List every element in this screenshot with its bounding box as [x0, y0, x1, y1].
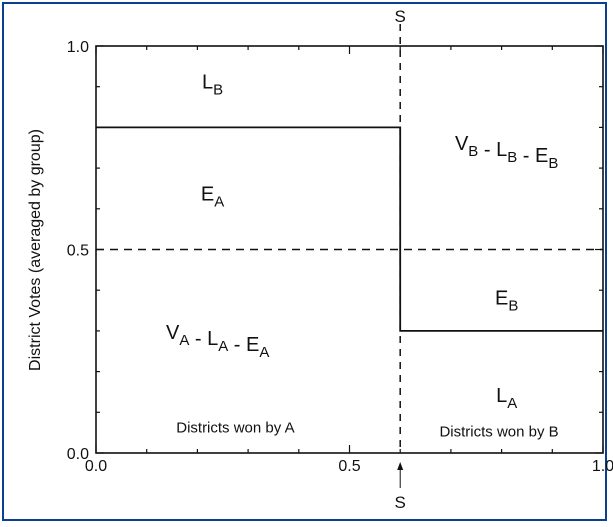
- tick-labels: 0.0 0.5 1.0 0.0 0.5 1.0: [67, 39, 613, 475]
- annotation-separator: -: [478, 139, 496, 161]
- annotation-vb: VB - LB - EB: [455, 133, 558, 172]
- region-label: Districts won by A: [176, 420, 294, 437]
- annotation-subscript: B: [468, 143, 478, 160]
- x-tick-label: 0.0: [85, 458, 107, 475]
- y-tick-label: 1.0: [67, 39, 89, 56]
- annotation-symbol: L: [496, 385, 507, 407]
- figure-frame: [2, 2, 607, 521]
- x-tick-label: 1.0: [592, 458, 613, 475]
- annotation-subscript: A: [507, 395, 517, 412]
- annotation-subscript: B: [213, 82, 223, 99]
- annotation-subscript: A: [259, 344, 269, 361]
- divider-label-top: S: [395, 7, 406, 26]
- chart-lines: [96, 24, 603, 453]
- annotation-symbol: L: [202, 72, 213, 94]
- annotation-subscript: A: [218, 338, 228, 355]
- annotation-lb: LB: [202, 72, 223, 99]
- annotation-eb: EB: [495, 287, 518, 314]
- annotation-symbol: V: [455, 133, 469, 155]
- annotation-separator: -: [517, 145, 535, 167]
- divider-label-bottom: S: [395, 493, 406, 512]
- annotation-symbol: E: [201, 184, 214, 206]
- y-axis-label: District Votes (averaged by group): [27, 129, 44, 371]
- annotation-symbol: L: [207, 328, 218, 350]
- x-tick-label: 0.5: [338, 458, 360, 475]
- step-series-line: [96, 126, 603, 332]
- annotation-symbol: E: [495, 287, 508, 309]
- divider-arrow-head: [397, 462, 404, 470]
- annotation-symbol: E: [535, 145, 548, 167]
- annotation-symbol: V: [166, 322, 180, 344]
- annotation-symbol: E: [246, 334, 259, 356]
- annotation-subscript: A: [179, 332, 189, 349]
- annotation-subscript: B: [548, 155, 558, 172]
- annotation-va: VA - LA - EA: [166, 322, 269, 361]
- annotation-symbol: L: [496, 139, 507, 161]
- annotation-ea: EA: [201, 184, 224, 211]
- annotation-subscript: A: [214, 194, 224, 211]
- annotation-subscript: B: [507, 149, 517, 166]
- annotation-la: LA: [496, 385, 517, 412]
- y-tick-label: 0.0: [67, 446, 89, 463]
- region-label: Districts won by B: [439, 424, 558, 441]
- annotation-separator: -: [189, 328, 207, 350]
- annotation-subscript: B: [508, 297, 518, 314]
- annotation-separator: -: [228, 334, 246, 356]
- tick-marks: [95, 45, 604, 454]
- y-tick-label: 0.5: [67, 243, 89, 260]
